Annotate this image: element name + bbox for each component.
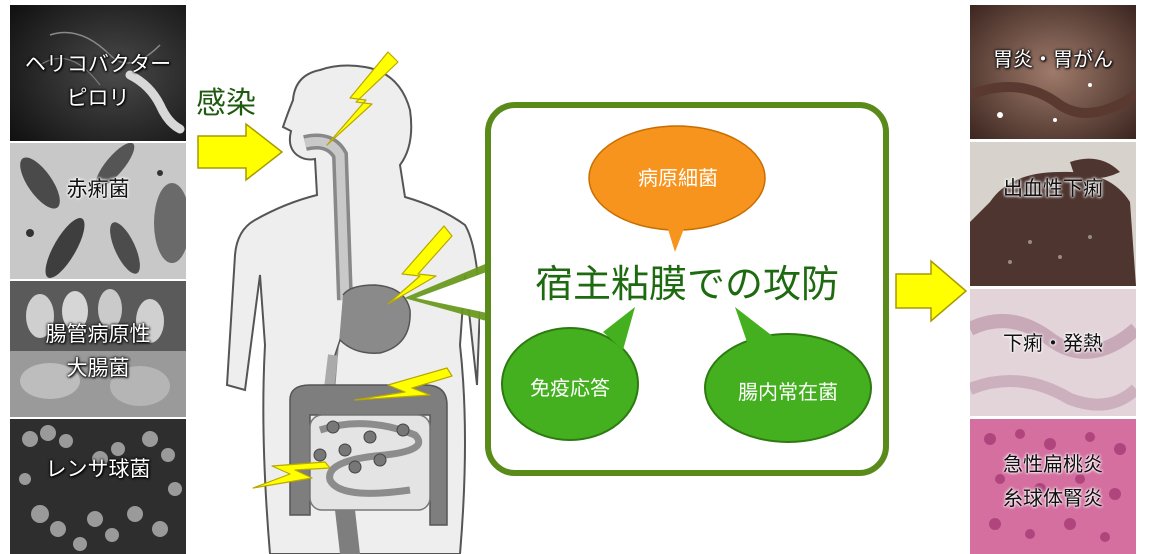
pathogen-tile-shigella: 赤痢菌: [10, 143, 186, 279]
pathogen-tile-streptococcus: レンサ球菌: [10, 419, 186, 554]
center-title: 宿主粘膜での攻防: [534, 262, 839, 306]
center-bubbles: [501, 125, 872, 443]
disease-tile-bloody-diarrhea: 出血性下痢: [970, 142, 1136, 286]
lightning-bolt-stomach: [387, 225, 453, 305]
disease-label-diarrhea-fever: 下痢・発熱: [1003, 331, 1103, 355]
lightning-bolt-colon: [252, 461, 331, 489]
infection-arrow: [197, 122, 284, 182]
pathogen-label-helicobacter: ヘリコバクター ピロリ: [24, 52, 172, 110]
diarrhea-fever-histology: [970, 289, 1136, 416]
pathogen-tile-helicobacter: ヘリコバクター ピロリ: [10, 5, 186, 141]
disease-tile-gastritis: 胃炎・胃がん: [970, 5, 1136, 139]
epec-micrograph: [10, 281, 186, 417]
disease-label-tonsillitis: 急性扁桃炎 糸球体腎炎: [1003, 452, 1103, 510]
pathogen-label-streptococcus: レンサ球菌: [45, 457, 151, 481]
disease-label-bloody-diarrhea: 出血性下痢: [1003, 176, 1103, 200]
tonsillitis-histology: [970, 419, 1136, 554]
human-body-figure: [225, 64, 480, 554]
pathogen-bubble-label: 病原細菌: [638, 166, 718, 190]
disease-tile-tonsillitis: 急性扁桃炎 糸球体腎炎: [970, 419, 1136, 554]
bloody-diarrhea-photo: [970, 142, 1136, 286]
pathogen-tile-epec: 腸管病原性 大腸菌: [10, 281, 186, 417]
infection-label: 感染: [196, 86, 256, 121]
pathogen-bubble: [588, 125, 766, 252]
rectum: [335, 510, 360, 554]
immune-bubble: [501, 307, 639, 441]
disease-label-gastritis: 胃炎・胃がん: [993, 47, 1113, 71]
lightning-bolt-intestine: [354, 367, 453, 401]
helicobacter-micrograph: [10, 5, 186, 141]
streptococcus-micrograph: [10, 419, 186, 554]
gastritis-photo: [970, 5, 1136, 139]
lightning-bolt-mouth: [326, 51, 399, 146]
pathogen-label-epec: 腸管病原性 大腸菌: [45, 322, 151, 380]
pathogen-label-shigella: 赤痢菌: [66, 177, 130, 201]
flora-bubble: [704, 307, 872, 443]
outcome-arrow: [895, 259, 968, 323]
shigella-micrograph: [10, 143, 186, 279]
flora-bubble-label: 腸内常在菌: [738, 380, 838, 404]
immune-bubble-label: 免疫応答: [530, 376, 610, 400]
disease-tile-diarrhea-fever: 下痢・発熱: [970, 289, 1136, 416]
